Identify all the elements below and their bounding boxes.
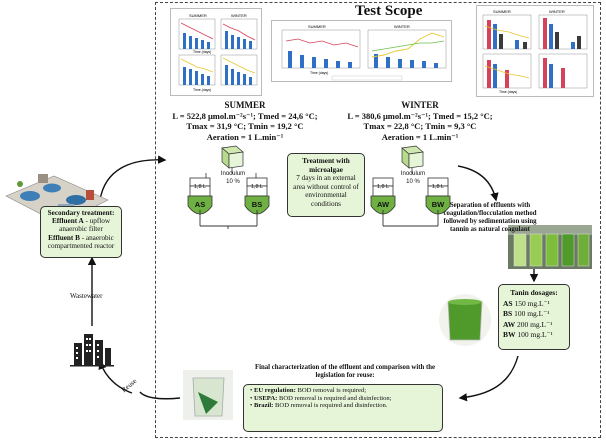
final-eu-label: EU regulation: (253, 387, 296, 394)
tannin-code-bs: BS (503, 309, 513, 318)
winter-line-1: L = 380,6 μmol.m⁻²s⁻¹; Tmed = 15,2 °C; (347, 110, 493, 121)
sedimentation-photo (508, 225, 592, 269)
inoculum-cube-summer (228, 151, 244, 169)
tannin-beaker-photo (439, 294, 491, 346)
reactor-bs (244, 195, 270, 215)
winter-line-3: Aeration = 1 L.min⁻¹ (381, 131, 459, 142)
tannin-dose-bs: 100 mg.L⁻¹ (514, 309, 550, 318)
reactor-bs-volume: 1,8 L (250, 184, 264, 190)
tannin-code-as: AS (503, 298, 513, 308)
final-brazil-text: BOD removal is required and disinfection… (273, 402, 388, 410)
summer-reactors (187, 145, 270, 229)
reactor-as (187, 195, 213, 215)
tannin-dose-bw: 100 mg.L⁻¹ (517, 330, 553, 339)
effluent-a-label: Effluent A (51, 217, 84, 226)
tannin-code-bw: BW (503, 330, 516, 339)
thumb1-xlabel: Time (days) (193, 50, 211, 54)
final-usepa-text: BOD removal is required and disinfection… (277, 394, 392, 402)
thumb1-title-b: WINTER (231, 13, 247, 18)
thumb2-xlabel: Time (days) (310, 71, 328, 75)
reactor-bw (425, 195, 451, 215)
arrow-to-final (458, 355, 519, 402)
inoculum-cube-winter (408, 151, 424, 169)
final-title: Final characterization of the effluent a… (254, 364, 436, 379)
secondary-title: Secondary treatment: (47, 209, 115, 217)
effluent-b-label: Effluent B (48, 233, 80, 242)
reactor-as-volume: 1,8 L (193, 184, 207, 190)
summer-line-2: Tmax = 31,9 °C; Tmin = 19,2 °C (186, 121, 304, 131)
separation-text: Separation of effluents with coagulation… (443, 202, 537, 233)
winter-reactors (370, 145, 451, 227)
treatment-box: Treatment with microalgae 7 days in an e… (287, 153, 365, 217)
tannin-item-bw: BW 100 mg.L⁻¹ (503, 330, 565, 341)
diagram-title: Test Scope (355, 3, 423, 19)
city-icon (70, 334, 114, 367)
summer-line-1: L = 522,8 μmol.m⁻²s⁻¹; Tmed = 24,6 °C; (172, 110, 318, 121)
winter-conditions: WINTER L = 380,6 μmol.m⁻²s⁻¹; Tmed = 15,… (335, 100, 505, 142)
tannin-dosages-box: Tanin dosages: AS 150 mg.L⁻¹ BS 100 mg.L… (498, 284, 570, 350)
summer-conditions: SUMMER L = 522,8 μmol.m⁻²s⁻¹; Tmed = 24,… (160, 100, 330, 142)
secondary-treatment-box: Secondary treatment: Effluent A - upflow… (40, 206, 122, 258)
reactor-as-label: AS (194, 200, 206, 209)
final-item-eu: • EU regulation: BOD removal is required… (250, 387, 367, 394)
inoculum-pct-winter: 10 % (406, 178, 420, 185)
arrow-to-separation (457, 165, 499, 202)
tannin-item-aw: AW 200 mg.L⁻¹ (503, 320, 565, 331)
reactor-aw (370, 195, 396, 215)
tannin-item-bs: BS 100 mg.L⁻¹ (503, 309, 565, 320)
thumb3-title-b: WINTER (549, 9, 565, 14)
final-item-usepa: • USEPA: BOD removal is required and dis… (250, 394, 392, 402)
thumb3-xlabel: Time (days) (499, 90, 517, 94)
treatment-title: Treatment with microalgae (302, 157, 350, 174)
tannin-item-as: AS 150 mg.L⁻¹ (503, 299, 565, 310)
reactor-bs-label: BS (251, 200, 263, 209)
final-item-brazil: • Brazil: BOD removal is required and di… (250, 402, 388, 410)
final-brazil-label: Brazil: (253, 402, 274, 410)
thumb1-title-a: SUMMER (189, 13, 207, 18)
reactor-aw-label: AW (376, 200, 390, 209)
final-sample-photo (183, 370, 233, 420)
winter-label: WINTER (401, 100, 439, 110)
thumb2-title-b: WINTER (394, 24, 410, 29)
treatment-body: 7 days in an external area without contr… (293, 174, 359, 208)
thumb3-title-a: SUMMER (493, 9, 511, 14)
reactor-bw-volume: 1,8 L (431, 184, 445, 190)
inoculum-text-winter: Inoculum (400, 171, 426, 177)
thumb2-title-a: SUMMER (308, 24, 326, 29)
result-chart-thumbnail-1: SUMMER WINTER Time (days) Time (days) (170, 8, 262, 96)
reactor-aw-volume: 1,8 L (376, 184, 390, 190)
wastewater-label: Wastewater (70, 292, 103, 300)
thumb1-xlabel-b: Time (days) (193, 88, 211, 92)
summer-line-3: Aeration = 1 L.min⁻¹ (206, 131, 284, 142)
winter-line-2: Tmax = 22,8 °C; Tmin = 9,3 °C (363, 121, 477, 131)
inoculum-text-summer: Inoculum (220, 171, 246, 177)
result-chart-thumbnail-3: SUMMER WINTER Time (days) (476, 5, 594, 97)
inoculum-label-winter: Inoculum 10 % (396, 171, 430, 186)
reactor-bw-label: BW (431, 200, 445, 209)
final-eu-text: BOD removal is required; (295, 387, 367, 394)
arrow-reuse-segment (139, 391, 181, 400)
arrow-to-summer (99, 155, 167, 201)
tannin-dose-aw: 200 mg.L⁻¹ (516, 319, 553, 329)
inoculum-label-summer: Inoculum 10 % (216, 171, 250, 186)
tannin-dose-as: 150 mg.L⁻¹ (514, 298, 550, 308)
tannin-title: Tanin dosages: (510, 288, 558, 297)
effluent-a-text: - upflow anaerobic filter (59, 217, 111, 234)
inoculum-pct-summer: 10 % (226, 178, 240, 185)
test-scope-frame (155, 2, 601, 438)
result-chart-thumbnail-2: SUMMER WINTER Time (days) (271, 20, 452, 82)
summer-label: SUMMER (224, 100, 266, 110)
final-usepa-label: USEPA: (253, 394, 278, 402)
tannin-code-aw: AW (503, 319, 516, 329)
final-legislation-box: • EU regulation: BOD removal is required… (243, 384, 443, 432)
effluent-b-text: - anaerobic compartmented reactor (47, 233, 115, 250)
